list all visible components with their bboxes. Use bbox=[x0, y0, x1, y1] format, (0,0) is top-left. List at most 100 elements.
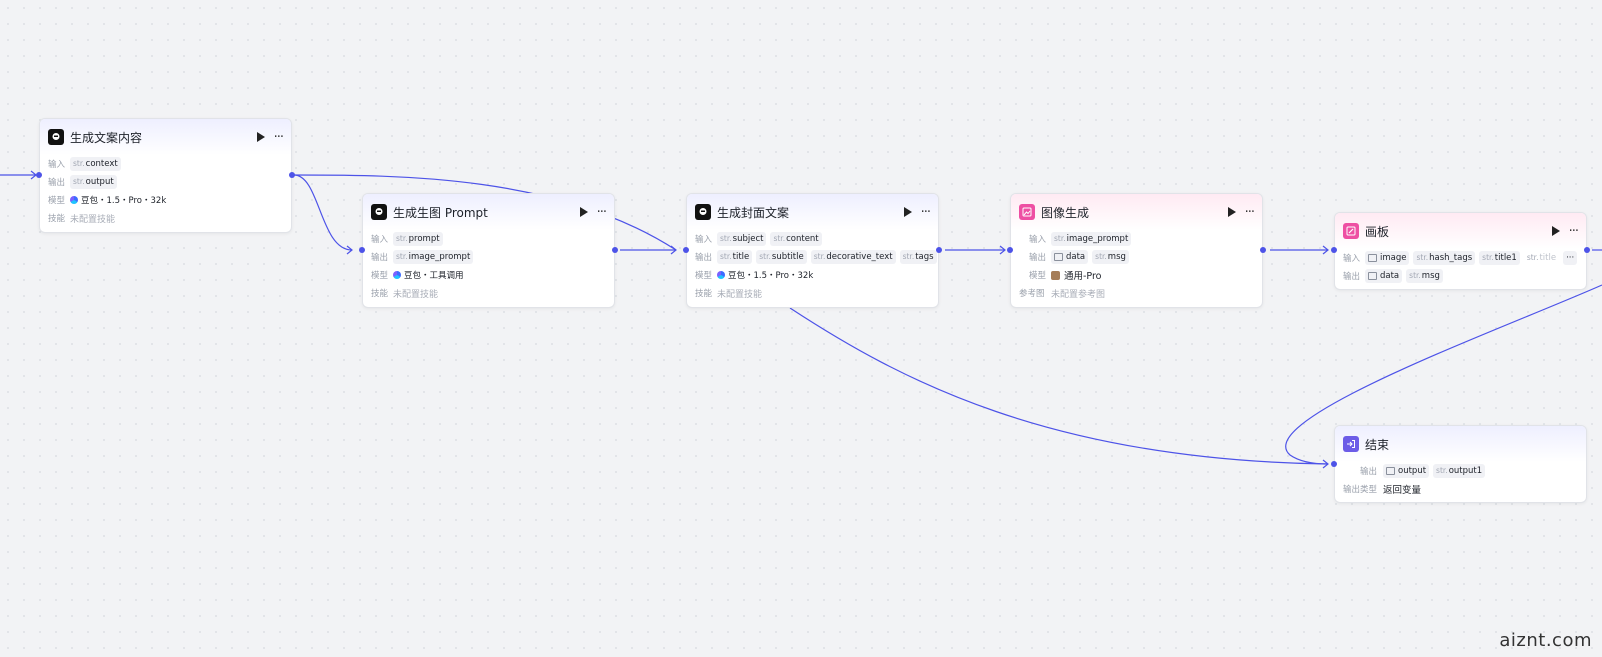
more-dots-icon[interactable]: ··· bbox=[596, 204, 607, 220]
edge-copywriting-to-cover-copy bbox=[293, 174, 677, 251]
node-header: 生成生图 Prompt ··· bbox=[363, 194, 614, 230]
variable-tag: str.content bbox=[770, 232, 822, 246]
port-image-gen-in[interactable] bbox=[1007, 247, 1013, 253]
variable-tag: str.output1 bbox=[1433, 464, 1486, 478]
arrow-head-cover-copy bbox=[670, 245, 677, 255]
variable-tag: str.context bbox=[70, 157, 121, 171]
variable-tag: str.image_prompt bbox=[393, 250, 474, 264]
variable-tag: str.decorative_text bbox=[810, 250, 896, 264]
port-cover-copy-in[interactable] bbox=[683, 247, 689, 253]
play-icon[interactable] bbox=[1549, 224, 1563, 238]
model-name: 通用-Pro bbox=[1064, 271, 1102, 282]
doubao-model-icon bbox=[393, 271, 401, 279]
model-row: 模型 豆包・1.5・Pro・32k bbox=[687, 266, 938, 284]
output-label: 输出 bbox=[1343, 272, 1361, 282]
node-title: 图像生成 bbox=[1041, 205, 1090, 220]
model-name: 豆包・1.5・Pro・32k bbox=[81, 196, 167, 206]
skill-label: 技能 bbox=[48, 214, 66, 224]
node-title: 结束 bbox=[1365, 437, 1390, 452]
input-row: 输入 str.subject str.content bbox=[687, 230, 938, 248]
llm-robot-icon bbox=[371, 204, 387, 220]
output-row: 输出 data str.msg bbox=[1335, 267, 1586, 285]
port-image-prompt-in[interactable] bbox=[359, 247, 365, 253]
node-title: 画板 bbox=[1365, 224, 1390, 239]
variable-tag: str.prompt bbox=[393, 232, 443, 246]
arrow-head-image-prompt bbox=[346, 245, 353, 255]
node-title: 生成生图 Prompt bbox=[393, 205, 488, 220]
image-type-icon bbox=[1386, 467, 1395, 475]
input-label: 输入 bbox=[695, 235, 713, 245]
end-exit-icon bbox=[1343, 436, 1359, 452]
port-copywriting-out[interactable] bbox=[289, 172, 295, 178]
input-label: 输入 bbox=[1343, 254, 1361, 264]
doubao-model-icon bbox=[717, 271, 725, 279]
node-copywriting[interactable]: 生成文案内容 ··· 输入 str.context 输出 str.output … bbox=[39, 118, 292, 233]
input-row: 输入 str.image_prompt bbox=[1011, 230, 1262, 248]
play-icon[interactable] bbox=[1225, 205, 1239, 219]
output-label: 输出 bbox=[371, 253, 389, 263]
output-row: 输出 str.image_prompt bbox=[363, 248, 614, 266]
port-copywriting-in[interactable] bbox=[36, 172, 42, 178]
node-header: 结束 bbox=[1335, 426, 1586, 462]
play-icon[interactable] bbox=[901, 205, 915, 219]
variable-tag: str.title bbox=[717, 250, 753, 264]
canvas-icon bbox=[1343, 223, 1359, 239]
node-end[interactable]: 结束 输出 output str.output1 输出类型 返回变量 bbox=[1334, 425, 1587, 503]
more-dots-icon[interactable]: ··· bbox=[273, 129, 284, 145]
output-label: 输出 bbox=[48, 178, 66, 188]
port-image-gen-out[interactable] bbox=[1260, 247, 1266, 253]
node-image-prompt[interactable]: 生成生图 Prompt ··· 输入 str.prompt 输出 str.ima… bbox=[362, 193, 615, 308]
ref-image-row: 参考图 未配置参考图 bbox=[1011, 284, 1262, 302]
more-dots-icon[interactable]: ··· bbox=[920, 204, 931, 220]
image-type-icon bbox=[1368, 254, 1377, 262]
node-image-gen[interactable]: 图像生成 ··· 输入 str.image_prompt 输出 data str… bbox=[1010, 193, 1263, 308]
play-icon[interactable] bbox=[254, 130, 268, 144]
node-title: 生成文案内容 bbox=[70, 130, 143, 145]
node-header: 画板 ··· bbox=[1335, 213, 1586, 249]
port-cover-copy-out[interactable] bbox=[936, 247, 942, 253]
output-type-label: 输出类型 bbox=[1343, 485, 1378, 495]
variable-tag: str.msg bbox=[1406, 269, 1443, 283]
variable-tag: str.subtitle bbox=[756, 250, 807, 264]
more-dots-icon[interactable]: ··· bbox=[1244, 204, 1255, 220]
arrow-head-canvas bbox=[1322, 245, 1329, 255]
output-label: 输出 bbox=[695, 253, 713, 263]
node-canvas[interactable]: 画板 ··· 输入 image str.hash_tags str.title1… bbox=[1334, 212, 1587, 290]
variable-tag: image bbox=[1365, 251, 1410, 265]
node-header: 生成封面文案 ··· bbox=[687, 194, 938, 230]
port-canvas-out[interactable] bbox=[1584, 247, 1590, 253]
port-end-in[interactable] bbox=[1331, 461, 1337, 467]
output-label: 输出 bbox=[1359, 467, 1377, 477]
model-row: 模型 豆包・1.5・Pro・32k bbox=[40, 191, 291, 209]
image-type-icon bbox=[1368, 272, 1377, 280]
port-canvas-in[interactable] bbox=[1331, 247, 1337, 253]
edge-cover-copy-to-end bbox=[789, 307, 1329, 465]
arrow-head-image-gen bbox=[999, 245, 1006, 255]
more-dots-icon[interactable]: ··· bbox=[1568, 223, 1579, 239]
llm-robot-icon bbox=[48, 129, 64, 145]
variable-tag: str.hash_tags bbox=[1413, 251, 1476, 265]
skill-label: 技能 bbox=[371, 289, 389, 299]
variable-tag: str.subject bbox=[717, 232, 767, 246]
input-label: 输入 bbox=[48, 160, 66, 170]
variable-tag: str.msg bbox=[1092, 250, 1129, 264]
output-type-value: 返回变量 bbox=[1383, 485, 1422, 496]
more-variables-button[interactable]: ··· bbox=[1563, 251, 1578, 265]
edge-loop-to-end bbox=[1285, 284, 1602, 465]
output-row: 输出 data str.msg bbox=[1011, 248, 1262, 266]
model-label: 模型 bbox=[48, 196, 66, 206]
skill-row: 技能 未配置技能 bbox=[687, 284, 938, 302]
output-type-row: 输出类型 返回变量 bbox=[1335, 480, 1586, 498]
doubao-model-icon bbox=[70, 196, 78, 204]
variable-tag: output bbox=[1383, 464, 1430, 478]
play-icon[interactable] bbox=[577, 205, 591, 219]
skill-row: 技能 未配置技能 bbox=[40, 209, 291, 227]
image-generate-icon bbox=[1019, 204, 1035, 220]
model-label: 模型 bbox=[1029, 271, 1047, 281]
node-cover-copy[interactable]: 生成封面文案 ··· 输入 str.subject str.content 输出… bbox=[686, 193, 939, 308]
skill-value: 未配置技能 bbox=[717, 289, 763, 300]
port-image-prompt-out[interactable] bbox=[612, 247, 618, 253]
variable-tag: str.image_prompt bbox=[1051, 232, 1132, 246]
edge-copywriting-to-image-prompt bbox=[293, 174, 353, 251]
